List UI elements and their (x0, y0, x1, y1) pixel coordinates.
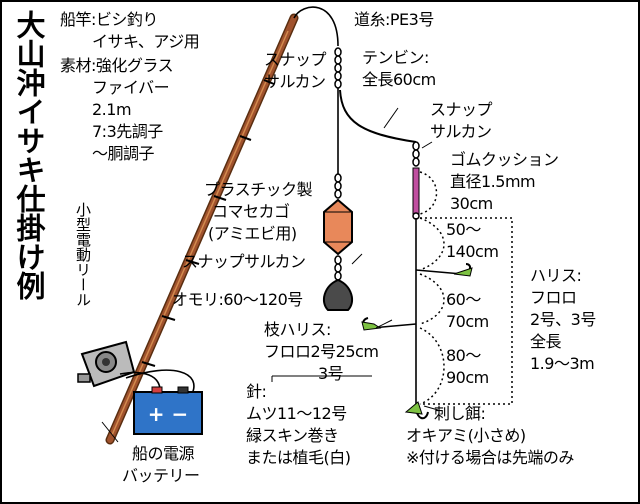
spacing-3-top: 80～ (446, 346, 481, 365)
spacing-2-top: 60～ (446, 290, 481, 309)
leader-line-3: 2号、3号 (530, 310, 596, 329)
cushion-line-1: ゴムクッション (450, 150, 559, 169)
reel-label: 小型電動リール (74, 202, 92, 307)
rod-action-2: ～胴調子 (92, 144, 155, 163)
snap-right-line-2: サルカン (430, 122, 492, 141)
chain-upper (334, 173, 342, 199)
sinker-label: オモリ:60～120号 (172, 290, 303, 309)
leader-line-1: ハリス: (530, 266, 582, 285)
commase-basket (323, 198, 353, 256)
cushion-line-3: 30cm (450, 194, 493, 213)
main-line (293, 6, 339, 47)
basket-line-1: プラスチック製 (204, 180, 313, 199)
branch-hook-lower (361, 317, 417, 331)
leader-line-2: フロロ (530, 288, 577, 307)
tenbin-arm (339, 89, 417, 143)
main-line-label: 道糸:PE3号 (354, 10, 434, 29)
hook-line-2: ムツ11～12号 (246, 404, 347, 423)
battery-symbol: + − (148, 402, 188, 426)
rod-action-1: 7:3先調子 (92, 122, 163, 141)
snap-swivel-top (334, 47, 342, 89)
rod-label: 船竿:ビシ釣り (60, 10, 158, 29)
bait-line-3: ※付ける場合は先端のみ (406, 448, 574, 467)
branch-hook-upper (415, 263, 473, 277)
spacing-arcs (419, 171, 513, 405)
battery-label-1: 船の電源 (132, 444, 195, 463)
snap-top-line-2: サルカン (264, 72, 326, 91)
rubber-cushion (412, 167, 420, 215)
branch-line-3: 3号 (318, 364, 344, 383)
end-hook (404, 401, 429, 420)
bait-line-2: オキアミ(小さめ) (406, 426, 526, 445)
hook-line-3: 緑スキン巻き (246, 426, 339, 445)
rod-length: 2.1m (92, 100, 132, 119)
tenbin-line-2: 全長60cm (362, 70, 436, 89)
fishing-rod (101, 13, 299, 445)
diagram-title: 大山沖イサキ仕掛け例 (12, 10, 46, 300)
spacing-1-bottom: 140cm (446, 242, 499, 261)
branch-line-2: フロロ2号25cm (264, 342, 379, 361)
snap-bottom-label: スナップサルカン (182, 252, 306, 271)
branch-line-1: 枝ハリス: (264, 320, 331, 339)
hook-line-1: 針: (246, 382, 267, 401)
hook-line-4: または植毛(白) (246, 448, 351, 467)
sinker (322, 278, 354, 311)
basket-line-3: (アミエビ用) (208, 224, 297, 243)
bait-line-1: 刺し餌: (434, 404, 486, 423)
tenbin-line-1: テンビン: (362, 48, 429, 67)
spacing-1-top: 50～ (446, 220, 481, 239)
rod-material: 素材:強化グラス (60, 56, 174, 75)
chain-lower (334, 255, 342, 281)
snap-top-line-1: スナップ (264, 50, 327, 69)
rod-use: イサキ、アジ用 (92, 32, 200, 51)
snap-right-line-1: スナップ (430, 100, 493, 119)
basket-line-2: コマセカゴ (212, 202, 290, 221)
leader-line-4: 全長 (530, 332, 562, 351)
battery-label-2: バッテリー (122, 466, 200, 485)
cushion-line-2: 直径1.5mm (450, 172, 536, 191)
spacing-2-bottom: 70cm (446, 312, 489, 331)
battery-icon: + − (133, 386, 203, 435)
spacing-3-bottom: 90cm (446, 368, 489, 387)
snap-swivel-right (412, 141, 420, 167)
leader-line-5: 1.9～3m (530, 354, 595, 373)
rod-material-2: ファイバー (92, 78, 170, 97)
reel-icon (77, 340, 136, 388)
